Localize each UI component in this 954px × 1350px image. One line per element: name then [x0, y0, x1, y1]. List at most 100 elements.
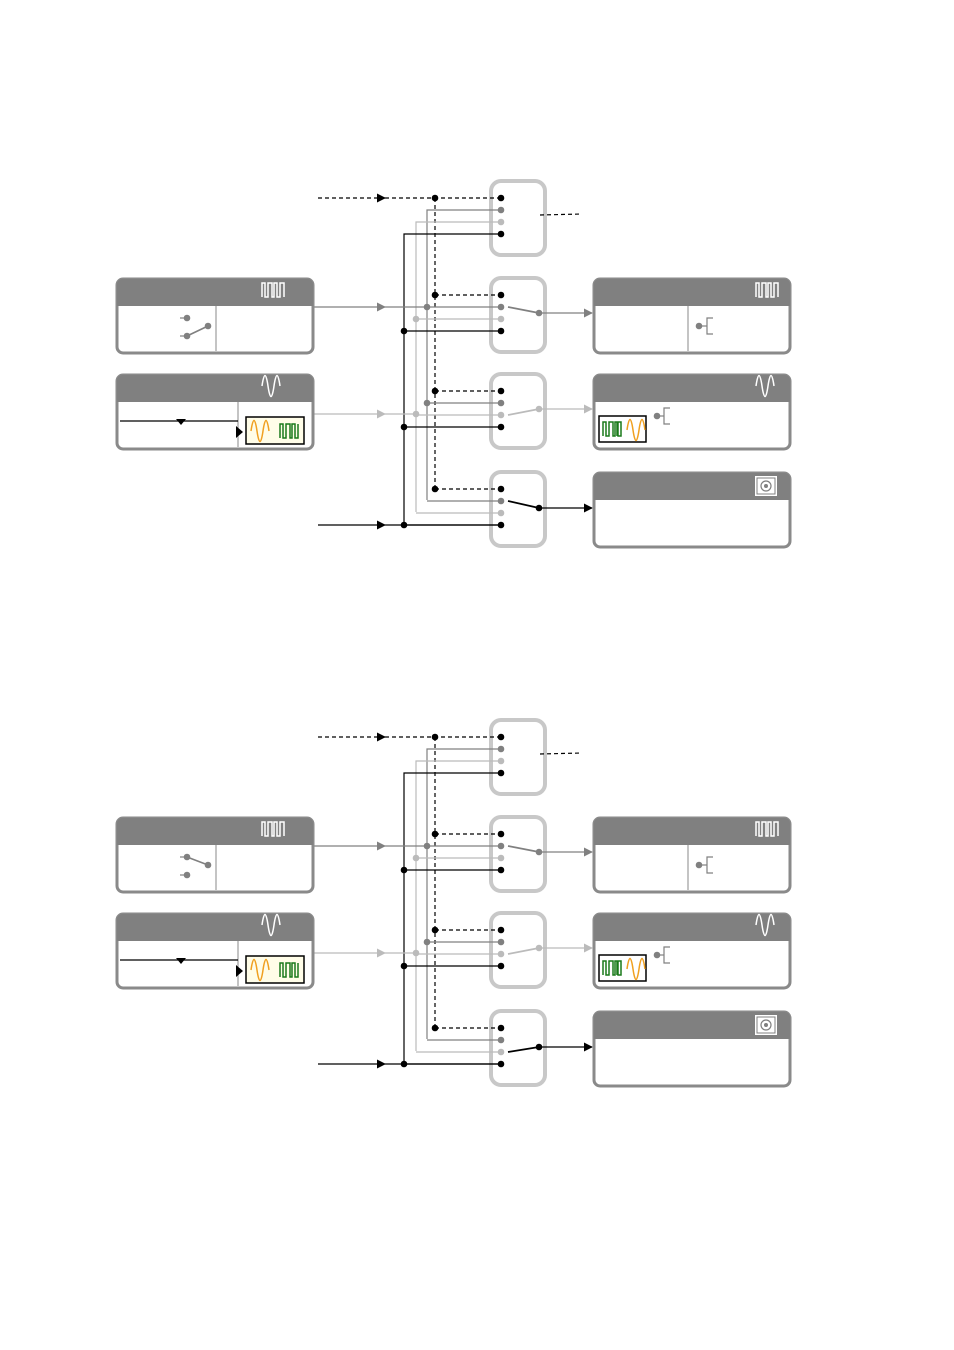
port-dot — [497, 1048, 505, 1056]
pwm-icon — [602, 960, 622, 976]
switch-lever — [507, 306, 540, 314]
block-header — [594, 818, 790, 845]
solid-bus — [403, 233, 501, 525]
junction-dot — [400, 327, 408, 335]
diagram-top — [115, 179, 792, 549]
junction-dot — [431, 291, 439, 299]
block-header — [594, 1012, 790, 1039]
bracket-icon — [706, 317, 713, 335]
port-dot — [497, 866, 505, 874]
pwm-wave — [755, 282, 779, 298]
pwm-input-block — [115, 277, 315, 355]
play-icon — [236, 965, 243, 977]
pwm-bus — [426, 748, 501, 1039]
sine-wave — [250, 419, 270, 443]
pwm-icon — [602, 421, 622, 437]
bracket-icon — [663, 407, 670, 425]
switch-top — [489, 179, 547, 257]
target-icon — [755, 1015, 777, 1035]
port-dot — [497, 423, 505, 431]
port-dot — [497, 327, 505, 335]
block-header — [594, 279, 790, 306]
port-dot — [497, 830, 505, 838]
junction-dot — [412, 949, 420, 957]
port-dot — [497, 206, 505, 214]
port-dot — [497, 315, 505, 323]
junction-dot — [431, 926, 439, 934]
block-header — [594, 914, 790, 941]
junction-dot — [412, 410, 420, 418]
port-dot — [497, 733, 505, 741]
target-ring — [760, 1019, 772, 1031]
switch-lever — [507, 947, 540, 955]
target-icon — [755, 476, 777, 496]
switch-wave — [489, 372, 547, 450]
junction-dot — [431, 1024, 439, 1032]
port-dot — [497, 218, 505, 226]
target-center — [764, 1023, 768, 1027]
pwm-wave — [279, 962, 299, 978]
port-dot — [497, 303, 505, 311]
sine-icon — [261, 374, 281, 398]
port-dot — [497, 769, 505, 777]
port-dot — [497, 1060, 505, 1068]
switch-target — [489, 1009, 547, 1087]
port-dot — [497, 387, 505, 395]
block-header — [594, 473, 790, 500]
sine-icon — [261, 913, 281, 937]
switch-pivot — [204, 861, 212, 869]
pwm-wave — [279, 423, 299, 439]
junction-dot — [400, 423, 408, 431]
block-header — [117, 914, 313, 941]
port-dot — [497, 497, 505, 505]
block-header — [117, 279, 313, 306]
pwm-icon — [755, 821, 779, 837]
port-dot — [497, 745, 505, 753]
sine-wave — [261, 374, 281, 398]
switch-top — [489, 718, 547, 796]
wave-output-block — [592, 373, 792, 451]
block-header — [594, 375, 790, 402]
port-dot — [497, 194, 505, 202]
sine-wave — [626, 957, 646, 981]
switch-lever — [507, 1046, 540, 1053]
wave-output-block — [592, 912, 792, 990]
sine-wave — [250, 958, 270, 982]
play-icon — [236, 426, 243, 438]
port-dot — [497, 757, 505, 765]
junction-dot — [431, 830, 439, 838]
switch-lever — [507, 500, 540, 509]
port-dot — [497, 291, 505, 299]
junction-dot — [431, 733, 439, 741]
switch-contact — [183, 871, 191, 879]
switch-pwm — [489, 815, 547, 893]
switch-wave — [489, 911, 547, 989]
target-frame-inner — [756, 477, 776, 495]
port-dot — [497, 842, 505, 850]
sine-icon — [250, 958, 270, 982]
dashed-output-line — [539, 752, 583, 755]
pwm-output-block — [592, 816, 792, 894]
pwm-icon — [261, 821, 285, 837]
sine-icon — [626, 418, 646, 442]
port-dot — [497, 509, 505, 517]
junction-dot — [431, 194, 439, 202]
target-ring — [760, 480, 772, 492]
sine-wave — [755, 374, 775, 398]
pwm-bus — [426, 209, 501, 500]
junction-dot — [412, 315, 420, 323]
target-center — [764, 484, 768, 488]
port-dot — [497, 962, 505, 970]
port-dot — [497, 521, 505, 529]
pwm-input-block — [115, 816, 315, 894]
sine-icon — [755, 374, 775, 398]
wave-bus — [415, 221, 501, 512]
pwm-wave — [261, 282, 285, 298]
junction-dot — [400, 866, 408, 874]
switch-contact — [183, 314, 191, 322]
wave-bus — [415, 760, 501, 1051]
block-header — [117, 375, 313, 402]
port-dot — [497, 1024, 505, 1032]
sine-wave — [261, 913, 281, 937]
port-dot — [497, 854, 505, 862]
